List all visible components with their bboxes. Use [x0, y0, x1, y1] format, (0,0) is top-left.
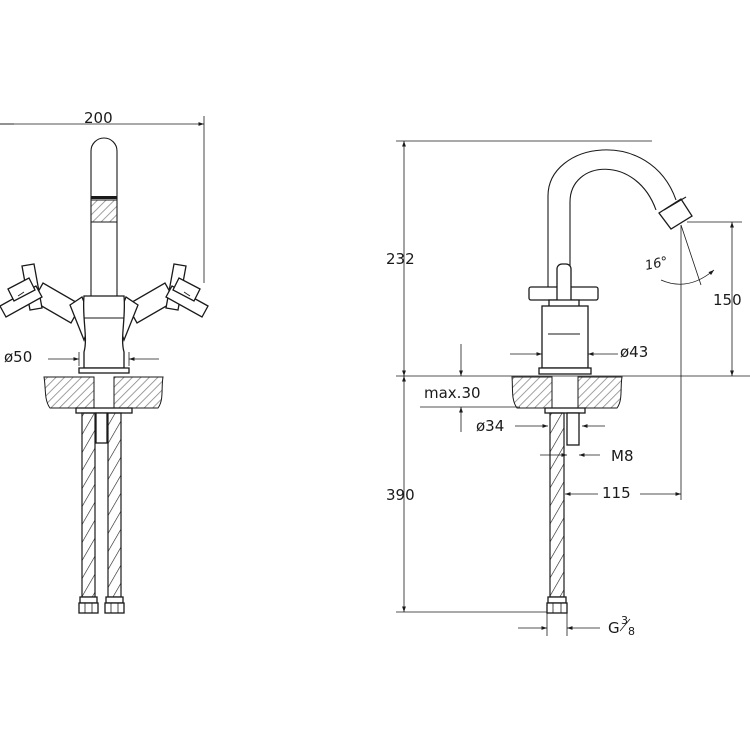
side-view: 232 390 150 16° — [386, 140, 750, 638]
dimension-connection-label-num: 3 — [621, 614, 628, 627]
dimension-spout-angle-label: 16° — [644, 254, 670, 273]
dimension-width-label: 200 — [84, 109, 113, 127]
dimension-counter-thickness-label: max.30 — [424, 384, 481, 402]
side-hose — [546, 412, 580, 614]
front-right-handle — [116, 263, 209, 342]
front-spout — [90, 137, 118, 300]
front-hoses — [78, 412, 125, 614]
front-countertop — [43, 376, 164, 414]
side-handle — [528, 263, 599, 375]
dimension-counter-thickness: max.30 — [420, 344, 520, 432]
dimension-hole-diameter-label: ø34 — [476, 417, 504, 435]
dimension-connection-label-den: 8 — [628, 625, 635, 638]
dimension-reach-label: 115 — [602, 484, 631, 502]
dimension-hole-diameter: ø34 — [476, 417, 605, 435]
dimension-base-diameter-label: ø50 — [4, 348, 32, 366]
dimension-spout-height-label: 150 — [713, 291, 742, 309]
dimension-base-diameter: ø50 — [4, 348, 159, 366]
dimension-width: 200 — [0, 109, 205, 283]
dimension-height-above-label: 232 — [386, 250, 415, 268]
front-view: 200 — [0, 109, 209, 614]
dimension-body-diameter: ø43 — [510, 343, 648, 361]
dimension-spout: 150 16° — [644, 221, 742, 500]
dimension-height-below-label: 390 — [386, 486, 415, 504]
side-spout — [547, 149, 693, 288]
dimension-body-diameter-label: ø43 — [620, 343, 648, 361]
front-left-handle — [0, 263, 92, 342]
dimension-connection-label-main: G — [608, 619, 620, 637]
dimension-reach: 115 — [565, 483, 681, 502]
dimension-height: 232 390 — [386, 140, 750, 613]
dimension-rod-label: M8 — [611, 447, 634, 465]
front-body — [78, 295, 130, 374]
dimension-rod: M8 — [540, 447, 634, 465]
side-countertop — [511, 376, 623, 414]
dimension-connection: G 3 8 — [518, 613, 635, 638]
